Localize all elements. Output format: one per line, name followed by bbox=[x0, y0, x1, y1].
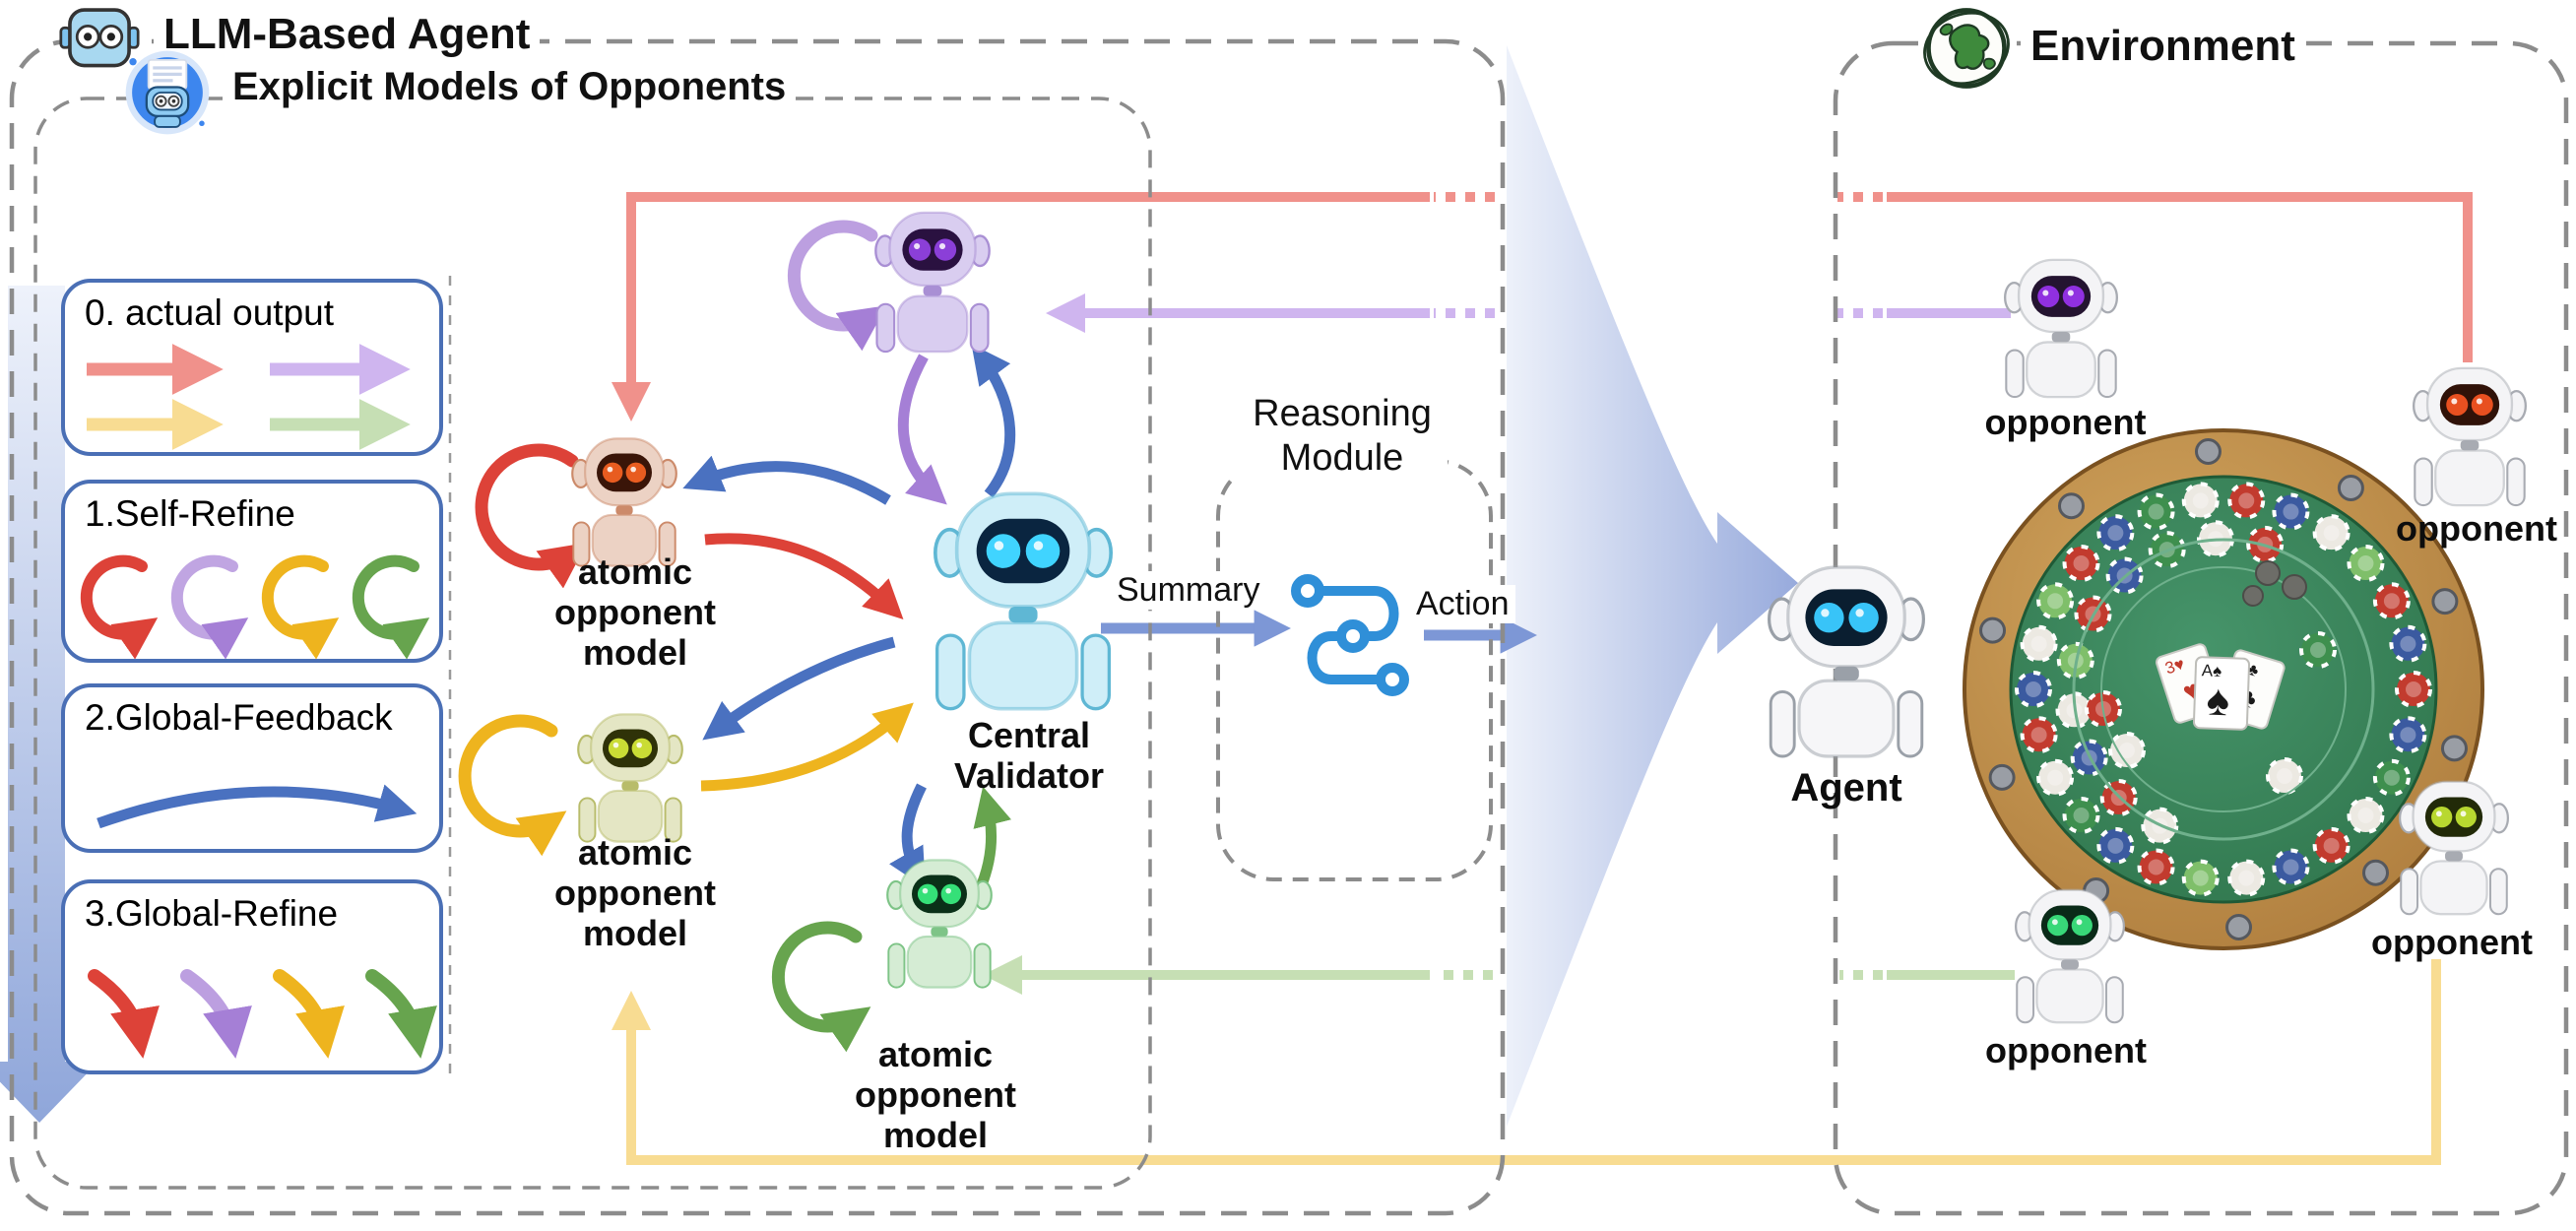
funnel-shape bbox=[1507, 45, 1798, 1127]
global-feedback-arrow-icon bbox=[97, 784, 418, 829]
llm-agent-title: LLM-Based Agent bbox=[154, 10, 541, 59]
legend-global-refine: 3.Global-Refine bbox=[61, 879, 443, 1074]
actual-output-lines bbox=[612, 192, 2473, 1165]
reasoning-flow bbox=[1101, 574, 1537, 696]
opponent-robot-top bbox=[2005, 259, 2117, 398]
opponent-label-bottom: opponent bbox=[1985, 1030, 2147, 1070]
legend-global-feedback: 2.Global-Feedback bbox=[61, 683, 443, 853]
legend-global-refine-label: 3.Global-Refine bbox=[85, 893, 339, 934]
coins bbox=[2242, 560, 2307, 607]
self-refine-loops-icon bbox=[80, 554, 430, 659]
route-icon bbox=[1291, 574, 1409, 696]
environment-title: Environment bbox=[2021, 22, 2305, 71]
central-validator-robot bbox=[934, 493, 1112, 709]
legend-global-feedback-label: 2.Global-Feedback bbox=[85, 697, 393, 738]
explicit-models-icon bbox=[125, 50, 210, 135]
atomic-opponent-robot-yellow bbox=[578, 714, 682, 842]
svg-text:A♠: A♠ bbox=[2201, 661, 2222, 680]
action-label: Action bbox=[1410, 585, 1515, 623]
legend-self-refine: 1.Self-Refine bbox=[61, 480, 443, 663]
poker-table: 3♥ ♥ 2♣ ♣ A♠ ♠ bbox=[1963, 428, 2484, 950]
actual-output-arrows-icon bbox=[87, 344, 411, 450]
summary-label: Summary bbox=[1111, 571, 1266, 610]
playing-cards: 3♥ ♥ 2♣ ♣ A♠ ♠ bbox=[2156, 643, 2286, 731]
explicit-models-title: Explicit Models of Opponents bbox=[223, 65, 797, 109]
legend-flow-arrow bbox=[0, 286, 98, 1123]
opponent-label-right: opponent bbox=[2396, 508, 2557, 549]
atomic-opponent-robot-purple bbox=[875, 212, 990, 353]
legend-actual-output: 0. actual output bbox=[61, 279, 443, 456]
opponent-label-top: opponent bbox=[1984, 402, 2147, 442]
svg-text:♠: ♠ bbox=[2206, 676, 2230, 725]
environment-globe-icon bbox=[1923, 8, 2010, 89]
legend-self-refine-label: 1.Self-Refine bbox=[85, 493, 295, 534]
opponent-robot-bottom bbox=[2016, 889, 2124, 1023]
opponent-label-bottom-right: opponent bbox=[2371, 922, 2533, 962]
llm-agent-icon bbox=[59, 8, 140, 68]
agent-robot bbox=[1769, 567, 1924, 756]
atomic-opponent-robot-red bbox=[572, 438, 676, 566]
opponent-robot-bottom-right bbox=[2400, 781, 2508, 915]
opponent-robot-right bbox=[2414, 367, 2526, 506]
self-refine-arrows bbox=[458, 220, 887, 1053]
global-refine-arrows-icon bbox=[88, 969, 437, 1059]
legend-actual-output-label: 0. actual output bbox=[85, 292, 335, 333]
agent-label: Agent bbox=[1790, 766, 1902, 810]
atomic-opponent-robot-green bbox=[887, 860, 992, 988]
